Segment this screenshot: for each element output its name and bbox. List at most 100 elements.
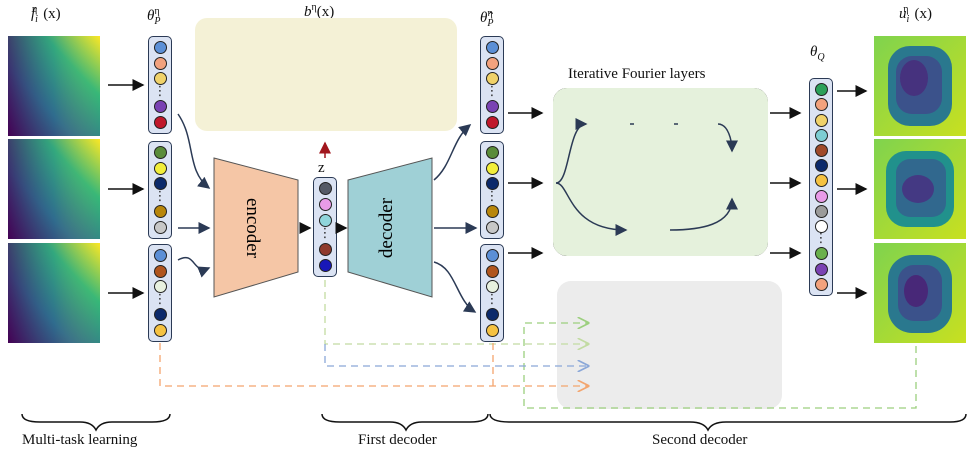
output-heatmap-3: [874, 243, 966, 343]
vector-entry-dot: [318, 198, 332, 212]
vector-entry-dot: [153, 280, 167, 294]
vector-ellipsis: ⋮: [153, 83, 167, 99]
arrow-decoder-thetahat3: [433, 261, 477, 313]
input-heatmap-1: [8, 36, 100, 136]
vector-entry-dot: [153, 72, 167, 86]
vector-entry-dot: [485, 115, 499, 129]
vector-entry-dot: [485, 249, 499, 263]
u-output-label: uiη(x): [899, 4, 933, 25]
inverse-fourier-node: F-1: [678, 104, 718, 144]
vector-entry-dot: [814, 159, 828, 173]
vector-entry-dot: [318, 214, 332, 228]
theta-p-vector-3: ⋮: [148, 244, 172, 342]
vector-entry-dot: [485, 56, 499, 70]
theta-q-vector: ⋮: [809, 78, 833, 296]
vector-entry-dot: [153, 264, 167, 278]
fourier-title: Iterative Fourier layers: [568, 66, 706, 82]
fourier-transform-node: F: [590, 104, 630, 144]
theta-q-label: θQ: [810, 44, 825, 63]
w-node: w: [630, 210, 670, 250]
vector-entry-dot: [814, 143, 828, 157]
vector-ellipsis: ⋮: [485, 83, 499, 99]
output-heatmap-1: [874, 36, 966, 136]
vector-entry-dot: [153, 249, 167, 263]
r-node: R: [634, 104, 674, 144]
input-heatmap-2: [8, 139, 100, 239]
digit-image-2-text: 4: [305, 28, 344, 100]
vector-entry-dot: [153, 308, 167, 322]
decoder-text: decoder: [376, 197, 397, 258]
vector-entry-dot: [485, 205, 499, 219]
reconstruction-loss-line-a: [159, 343, 588, 386]
vector-entry-dot: [485, 220, 499, 234]
input-heatmap-3: [8, 243, 100, 343]
vector-entry-dot: [814, 262, 828, 276]
vector-entry-dot: [814, 219, 828, 233]
arrow-decoder-thetahat1: [433, 124, 472, 181]
brace-label-first-decoder: First decoder: [358, 432, 437, 448]
f-input-label: fiη(x): [31, 4, 61, 25]
vector-entry-dot: [485, 308, 499, 322]
vector-ellipsis: ⋮: [485, 291, 499, 307]
z-vector: ⋮: [313, 177, 337, 277]
brace-first-decoder: [321, 413, 489, 432]
theta-p-vector-2: ⋮: [148, 141, 172, 239]
vector-entry-dot: [485, 177, 499, 191]
loss-item-supervision: (semi-)supervision loss: [594, 357, 734, 373]
vector-entry-dot: [814, 113, 828, 127]
vector-ellipsis: ⋮: [153, 291, 167, 307]
vector-entry-dot: [485, 146, 499, 160]
vector-entry-dot: [318, 182, 332, 196]
output-heatmap-2: [874, 139, 966, 239]
vector-ellipsis: ⋮: [318, 225, 332, 241]
vector-entry-dot: [814, 98, 828, 112]
theta-p-label: θPη: [147, 6, 161, 27]
brace-second-decoder: [489, 413, 967, 432]
digit-image-3-text: 9: [387, 28, 426, 100]
vector-entry-dot: [153, 41, 167, 55]
physics-caption: Interpretable physics discovery: [212, 107, 400, 123]
arrow-theta3-encoder: [177, 257, 211, 278]
vector-entry-dot: [485, 72, 499, 86]
vector-entry-dot: [153, 177, 167, 191]
kl-loss-line: [324, 280, 588, 344]
loss-item-kl: KL loss: [594, 336, 641, 352]
vector-entry-dot: [814, 174, 828, 188]
vector-entry-dot: [485, 100, 499, 114]
vector-entry-dot: [814, 128, 828, 142]
vector-entry-dot: [153, 161, 167, 175]
theta-hat-label: θ̂Pη: [480, 8, 494, 29]
loss-item-reconstruction: reconstruction loss: [594, 378, 707, 394]
vector-entry-dot: [485, 161, 499, 175]
vector-entry-dot: [153, 323, 167, 337]
vector-entry-dot: [814, 277, 828, 291]
vector-entry-dot: [485, 264, 499, 278]
digit-image-2: 4: [288, 26, 362, 100]
vector-entry-dot: [485, 41, 499, 55]
vector-entry-dot: [814, 247, 828, 261]
vector-entry-dot: [814, 189, 828, 203]
vector-entry-dot: [318, 242, 332, 256]
theta-p-vector-1: ⋮: [148, 36, 172, 134]
digit-image-1-text: 3: [223, 28, 262, 100]
add-activation-node: +,σ: [712, 155, 752, 195]
vector-entry-dot: [153, 115, 167, 129]
brace-label-second-decoder: Second decoder: [652, 432, 748, 448]
vector-entry-dot: [485, 323, 499, 337]
vector-ellipsis: ⋮: [814, 231, 828, 247]
vector-entry-dot: [153, 56, 167, 70]
encoder-text: encoder: [242, 198, 263, 259]
vector-entry-dot: [814, 83, 828, 97]
loss-title: Loss: [567, 292, 597, 308]
supervision-loss-line: [324, 344, 588, 366]
vector-entry-dot: [814, 204, 828, 218]
digit-image-3: 9: [370, 26, 444, 100]
vector-entry-dot: [153, 220, 167, 234]
brace-multitask: [21, 413, 171, 432]
theta-hat-vector-2: ⋮: [480, 141, 504, 239]
vector-ellipsis: ⋮: [485, 188, 499, 204]
vector-entry-dot: [153, 146, 167, 160]
encoder-shape: [213, 157, 299, 298]
z-label: z: [318, 160, 325, 176]
